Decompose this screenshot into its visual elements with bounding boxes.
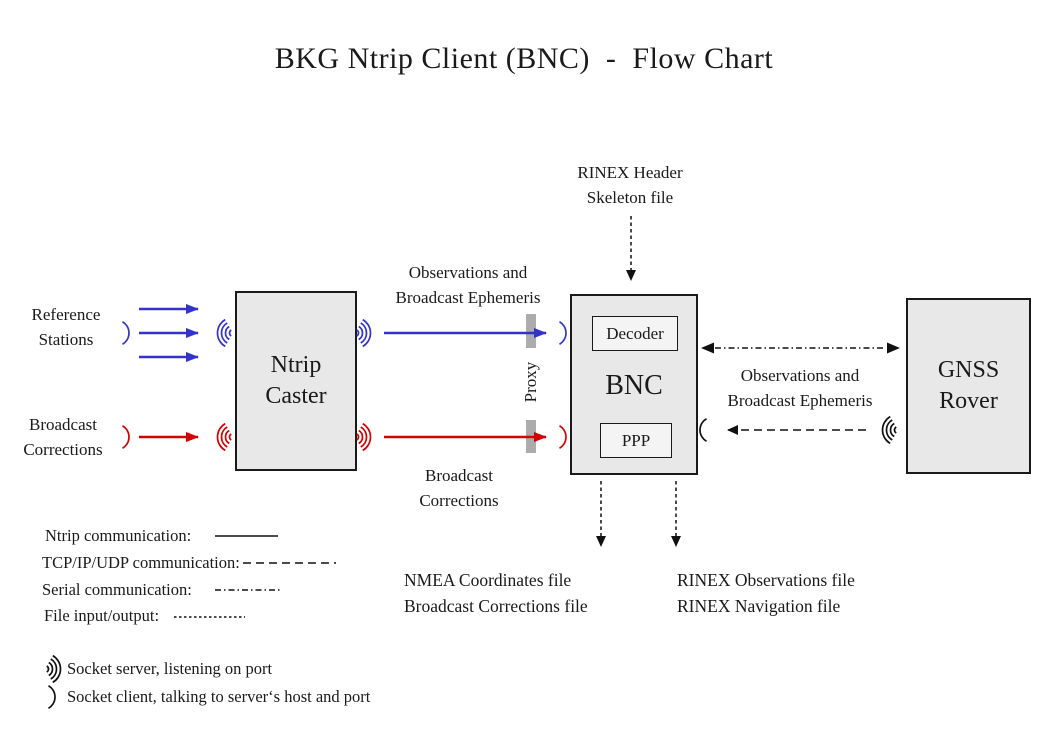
socket-client-broadcast-corrections-icon (122, 425, 130, 449)
label-nmea-output-files: NMEA Coordinates file Broadcast Correcti… (404, 570, 588, 616)
legend-serial-communication: Serial communication: (42, 580, 192, 599)
label-broadcast-corrections-source: Broadcast Corrections (23, 415, 103, 459)
serial-arrowhead-right (887, 342, 900, 354)
socket-server-caster-observations-out-icon (356, 318, 372, 348)
label-observations-to-bnc: Observations and Broadcast Ephemeris (395, 263, 541, 307)
socket-client-bnc-rover-icon (699, 418, 707, 442)
node-bnc-label: BNC (605, 370, 663, 401)
legend-socket-client-text: Socket client, talking to server‘s host … (67, 687, 371, 706)
label-reference-stations: Reference Stations (31, 305, 101, 349)
node-bnc-ppp: PPP (600, 423, 672, 458)
legend-socket-server-text: Socket server, listening on port (67, 659, 273, 678)
page-title: BKG Ntrip Client (BNC) - Flow Chart (274, 42, 774, 75)
legend-tcp-communication: TCP/IP/UDP communication: (42, 553, 240, 572)
label-observations-rover: Observations and Broadcast Ephemeris (727, 366, 873, 410)
socket-client-bnc-corrections-icon (559, 425, 567, 449)
serial-arrowhead-left (701, 342, 714, 354)
node-gnss-rover: GNSS Rover (906, 298, 1031, 474)
legend-socket-client-icon (48, 685, 56, 709)
label-broadcast-corrections-stream: Broadcast Corrections (419, 466, 499, 510)
socket-server-rover-icon (881, 415, 897, 445)
socket-server-caster-corrections-in-icon (216, 422, 232, 452)
label-proxy: Proxy (521, 361, 540, 403)
node-bnc-decoder: Decoder (592, 316, 678, 351)
legend-socket-server-icon (46, 654, 62, 684)
label-rinex-header-skeleton: RINEX Header Skeleton file (577, 163, 683, 207)
node-bnc: Decoder BNC PPP (570, 294, 698, 475)
socket-server-caster-observations-in-icon (216, 318, 232, 348)
node-ntrip-caster: Ntrip Caster (235, 291, 357, 471)
legend-ntrip-communication: Ntrip communication: (45, 526, 192, 545)
legend-file-io: File input/output: (44, 606, 160, 625)
socket-client-bnc-observations-icon (559, 321, 567, 345)
socket-server-caster-corrections-out-icon (356, 422, 372, 452)
label-rinex-output-files: RINEX Observations file RINEX Navigation… (677, 570, 855, 616)
